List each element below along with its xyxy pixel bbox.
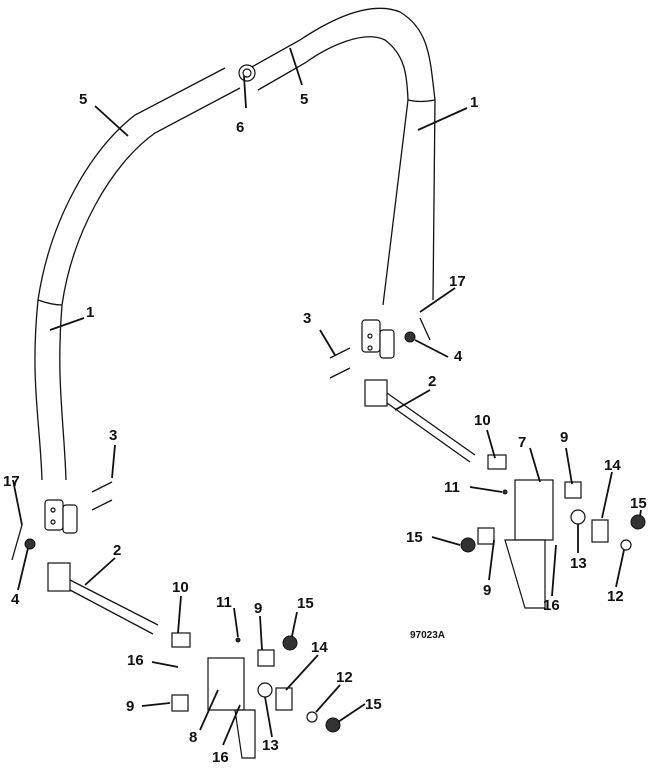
callout-12: 12 <box>336 669 353 686</box>
lever-part <box>419 317 431 341</box>
callout-10: 10 <box>172 579 189 596</box>
pin-part <box>502 489 508 495</box>
callout-2: 2 <box>428 373 436 390</box>
pivot-block-right <box>364 379 476 463</box>
callout-16: 16 <box>543 597 560 614</box>
right-clamp <box>361 319 395 359</box>
callout-15: 15 <box>630 495 647 512</box>
callout-9: 9 <box>560 429 568 446</box>
callout-8: 8 <box>189 729 197 746</box>
callout-9: 9 <box>254 600 262 617</box>
bolt-part <box>329 367 351 379</box>
callout-14: 14 <box>311 639 328 656</box>
bolt-part <box>91 499 113 511</box>
callout-17: 17 <box>3 473 20 490</box>
callout-1: 1 <box>86 304 94 321</box>
spring-part <box>591 519 609 543</box>
spring-part <box>275 687 293 711</box>
left-clamp <box>44 499 78 534</box>
washer-part <box>257 682 273 698</box>
callout-11: 11 <box>216 594 232 611</box>
nut-part <box>630 514 646 530</box>
washer-part <box>620 539 632 551</box>
callout-9: 9 <box>483 582 491 599</box>
bolt-part <box>91 481 113 493</box>
bolt-part <box>329 347 351 359</box>
callout-12: 12 <box>607 588 624 605</box>
callout-13: 13 <box>262 737 279 754</box>
nut-part <box>404 331 416 343</box>
callout-2: 2 <box>113 542 121 559</box>
callout-4: 4 <box>454 348 463 365</box>
nut-part <box>325 717 341 733</box>
callout-10: 10 <box>474 412 491 429</box>
callout-labels: 5 6 5 1 1 17 3 4 2 10 7 9 11 14 15 15 9 … <box>3 91 647 766</box>
callout-3: 3 <box>303 310 311 327</box>
callout-13: 13 <box>570 555 587 572</box>
bushing-part <box>564 481 582 499</box>
bushing-part <box>171 632 191 648</box>
bushing-part <box>257 649 275 667</box>
callout-1: 1 <box>470 94 478 111</box>
bracket-left <box>207 657 245 711</box>
callout-5: 5 <box>300 91 308 108</box>
lever-part <box>11 524 23 561</box>
nut-part <box>460 537 476 553</box>
callout-15: 15 <box>297 595 314 612</box>
bracket-right <box>514 479 554 541</box>
callout-6: 6 <box>236 119 244 136</box>
pin-part <box>235 637 241 643</box>
washer-part <box>570 509 586 525</box>
nut-part <box>24 538 36 550</box>
callout-14: 14 <box>604 457 621 474</box>
bracket-plate-right <box>504 539 546 609</box>
callout-15: 15 <box>365 696 382 713</box>
callout-16: 16 <box>212 749 229 766</box>
callout-7: 7 <box>518 434 526 451</box>
pivot-block-left <box>47 562 159 635</box>
callout-9: 9 <box>126 698 134 715</box>
callout-16: 16 <box>127 652 144 669</box>
washer-part <box>306 711 318 723</box>
callout-17: 17 <box>449 273 466 290</box>
nut-part <box>282 635 298 651</box>
handle-bar <box>34 7 436 481</box>
bushing-part <box>477 527 495 545</box>
figure-id: 97023A <box>410 630 445 641</box>
leader-lines <box>12 47 642 746</box>
callout-3: 3 <box>109 427 117 444</box>
callout-4: 4 <box>11 591 20 608</box>
callout-15: 15 <box>406 529 423 546</box>
bushing-part <box>171 694 189 712</box>
bushing-part <box>487 454 507 470</box>
callout-11: 11 <box>444 479 460 496</box>
callout-5: 5 <box>79 91 87 108</box>
